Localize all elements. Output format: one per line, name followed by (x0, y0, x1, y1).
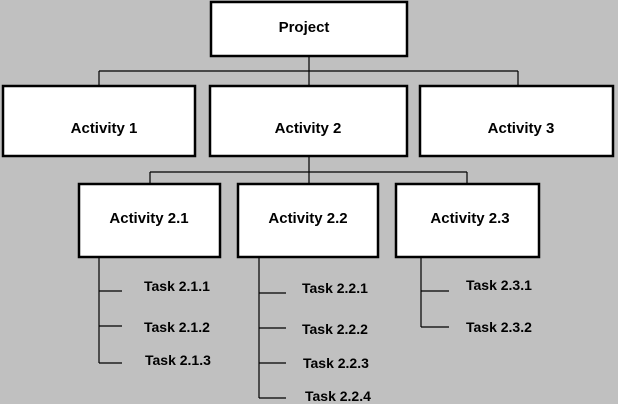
activity-2-3-node: Activity 2.3 (394, 182, 541, 259)
activity-2-3-label: Activity 2.3 (430, 210, 509, 227)
task-2-1-3-label: Task 2.1.3 (145, 352, 211, 368)
connectors-root (98, 57, 519, 85)
activity-1-label: Activity 1 (71, 120, 138, 137)
task-2-2-2-label: Task 2.2.2 (302, 321, 368, 337)
task-2-3-2-label: Task 2.3.2 (466, 319, 532, 335)
project-box (209, 0, 409, 58)
activity-1-box (1, 84, 197, 158)
project-node: Project (209, 0, 409, 58)
activity-2-label: Activity 2 (275, 120, 342, 137)
activity-1-node: Activity 1 (1, 84, 197, 158)
task-2-1-1-label: Task 2.1.1 (144, 278, 210, 294)
activity-2-2-box (236, 182, 380, 259)
project-label: Project (279, 19, 330, 36)
activity-2-2-node: Activity 2.2 (236, 182, 380, 259)
connectors-tasks-2-3 (420, 257, 449, 328)
activity-3-label: Activity 3 (488, 120, 555, 137)
activity-2-box (208, 84, 409, 158)
activity-2-2-label: Activity 2.2 (268, 210, 347, 227)
connectors-tasks-2-1 (98, 257, 122, 364)
task-2-2-3-label: Task 2.2.3 (303, 355, 369, 371)
activity-3-box (418, 84, 615, 158)
task-2-2-4-label: Task 2.2.4 (305, 388, 371, 404)
connectors-activity-2 (149, 156, 468, 183)
task-2-1-2-label: Task 2.1.2 (144, 319, 210, 335)
activity-3-node: Activity 3 (418, 84, 615, 158)
connectors-tasks-2-2 (258, 257, 286, 399)
activity-2-1-label: Activity 2.1 (109, 210, 188, 227)
activity-2-node: Activity 2 (208, 84, 409, 158)
task-2-2-1-label: Task 2.2.1 (302, 280, 368, 296)
activity-2-1-node: Activity 2.1 (77, 182, 222, 259)
task-2-3-1-label: Task 2.3.1 (466, 277, 532, 293)
activity-2-3-box (394, 182, 541, 259)
activity-2-1-box (77, 182, 222, 259)
